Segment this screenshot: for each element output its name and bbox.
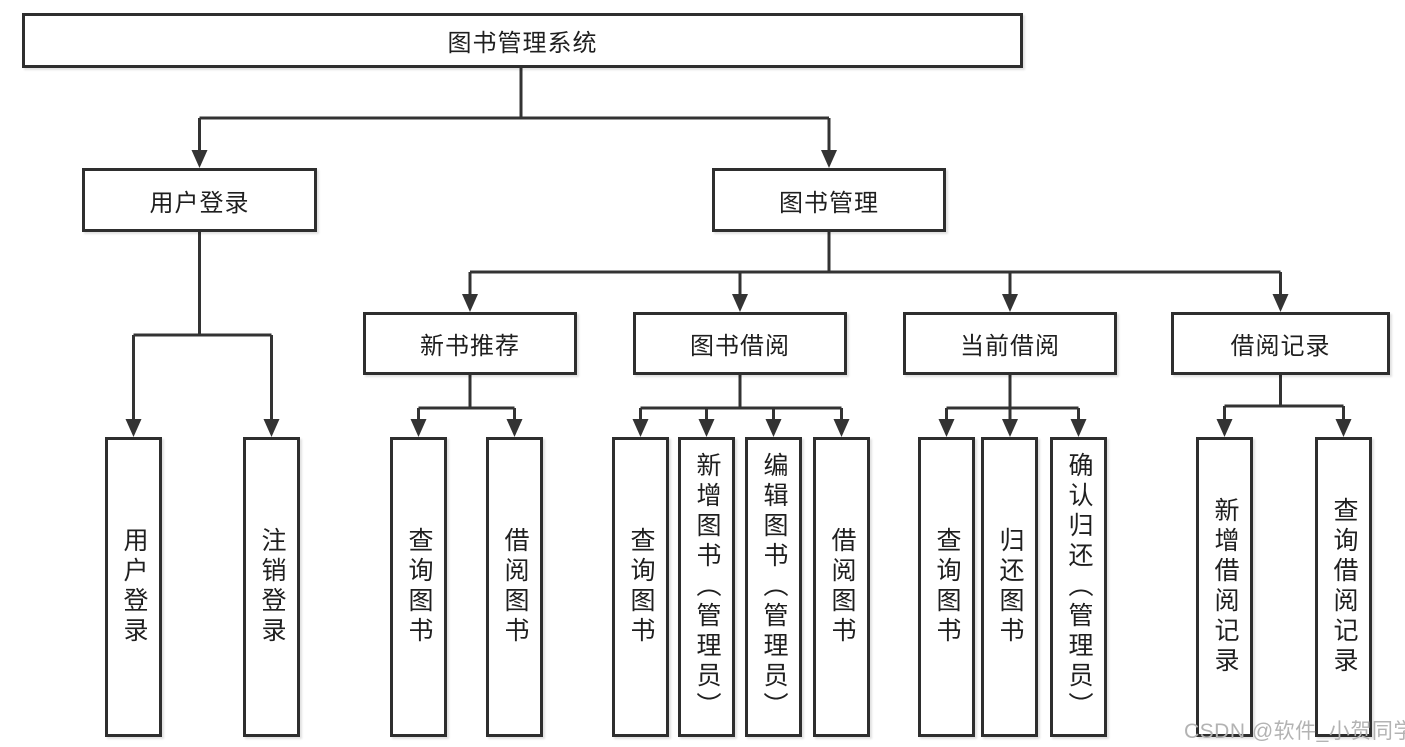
node-book-management: 图书管理 [712,168,946,232]
node-label: 查询图书 [627,527,655,647]
node-label: 查询图书 [933,527,961,647]
node-leaf-logout: 注销登录 [243,437,300,737]
node-leaf-cb-confirm-return-admin: 确认归还（管理员） [1050,437,1107,737]
node-leaf-bb-edit-book-admin: 编辑图书（管理员） [745,437,802,737]
node-borrow-record: 借阅记录 [1171,312,1390,375]
node-label: 注销登录 [258,527,286,647]
node-label: 借阅记录 [1230,333,1331,360]
node-label: 查询借阅记录 [1330,497,1358,677]
node-label: 新增图书（管理员） [693,452,721,722]
node-leaf-bb-query-book: 查询图书 [612,437,669,737]
csdn-watermark: CSDN @软件_小贺同学 [1184,720,1405,743]
node-leaf-user-login: 用户登录 [105,437,162,737]
node-label: 新书推荐 [420,333,520,360]
node-book-borrow: 图书借阅 [633,312,847,375]
node-new-book-recommend: 新书推荐 [363,312,577,375]
node-leaf-bb-borrow-book: 借阅图书 [813,437,870,737]
node-leaf-br-query-record: 查询借阅记录 [1315,437,1372,737]
node-label: 确认归还（管理员） [1065,452,1093,722]
node-leaf-br-add-record: 新增借阅记录 [1196,437,1253,737]
node-leaf-nb-query-book: 查询图书 [390,437,447,737]
node-label: 编辑图书（管理员） [760,452,788,722]
node-leaf-bb-add-book-admin: 新增图书（管理员） [678,437,735,737]
node-user-login-label: 用户登录 [149,189,250,217]
node-label: 借阅图书 [828,527,856,647]
node-label: 查询图书 [405,527,433,647]
node-label: 借阅图书 [501,527,529,647]
node-label: 归还图书 [996,527,1024,647]
node-label: 新增借阅记录 [1211,497,1239,677]
node-current-borrow: 当前借阅 [903,312,1117,375]
node-book-management-label: 图书管理 [779,189,879,217]
node-root: 图书管理系统 [22,13,1023,68]
arrowheads [125,150,1352,437]
node-label: 用户登录 [120,527,148,647]
node-leaf-cb-query-book: 查询图书 [918,437,975,737]
node-leaf-nb-borrow-book: 借阅图书 [486,437,543,737]
node-label: 当前借阅 [960,333,1060,360]
node-leaf-cb-return-book: 归还图书 [981,437,1038,737]
node-root-label: 图书管理系统 [447,30,598,57]
node-user-login: 用户登录 [82,168,317,232]
node-label: 图书借阅 [690,333,790,360]
